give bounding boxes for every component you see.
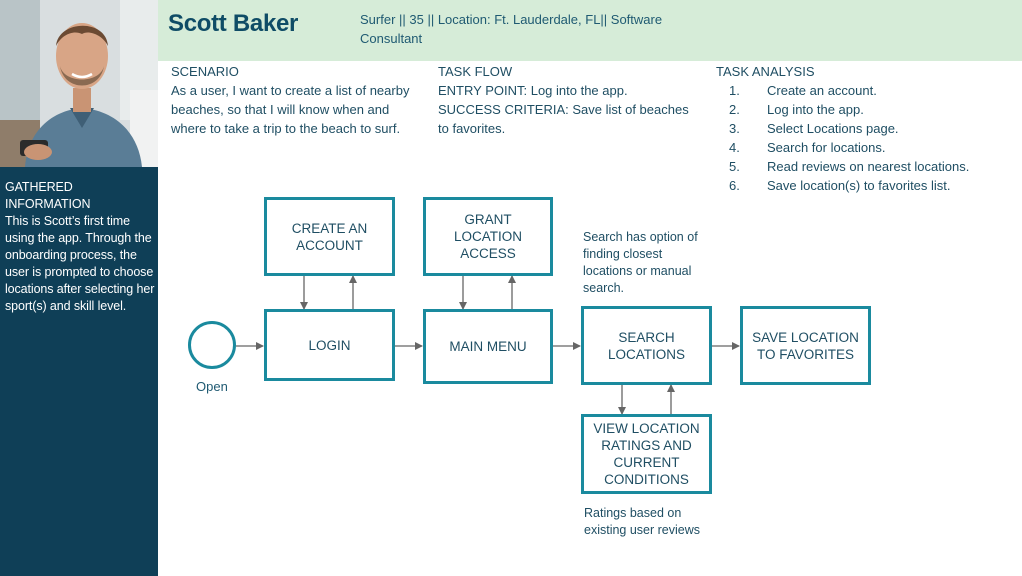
search-note: Search has option of finding closest loc… <box>583 230 698 295</box>
flow-node-login: LOGIN <box>264 309 395 381</box>
persona-photo <box>0 0 158 167</box>
flow-node-save-location: SAVE LOCATION TO FAVORITES <box>740 306 871 385</box>
flow-node-label: SEARCH LOCATIONS <box>607 329 685 362</box>
task-step: 3. Select Locations page. <box>716 119 1016 138</box>
task-analysis-section: TASK ANALYSIS 1. Create an account. 2. Log… <box>716 62 1016 195</box>
gathered-information-title: GATHERED INFORMATION <box>5 180 91 211</box>
flow-node-label: GRANT LOCATION ACCESS <box>453 212 522 261</box>
persona-photo-image <box>0 0 158 167</box>
flow-node-label: MAIN MENU <box>449 339 527 354</box>
persona-name: Scott Baker <box>168 10 299 37</box>
task-step: 4. Search for locations. <box>716 138 1016 157</box>
persona-sidebar: GATHERED INFORMATION This is Scott’s fir… <box>0 0 158 576</box>
flow-node-label: CREATE AN ACCOUNT <box>291 220 368 253</box>
flow-node-grant-location: GRANT LOCATION ACCESS <box>423 197 553 276</box>
gathered-information: GATHERED INFORMATION This is Scott’s fir… <box>5 179 157 315</box>
flow-start-label: Open <box>196 379 228 394</box>
task-step-text: Search for locations. <box>767 140 886 155</box>
task-step-text: Save location(s) to favorites list. <box>767 178 951 193</box>
task-step: 1. Create an account. <box>716 81 1016 100</box>
task-flow-title: TASK FLOW <box>438 64 513 79</box>
task-step-number: 1. <box>729 83 740 98</box>
flow-node-create-account: CREATE AN ACCOUNT <box>264 197 395 276</box>
task-flow-success-criteria: SUCCESS CRITERIA: Save list of beaches t… <box>438 102 689 136</box>
task-flow-section: TASK FLOW ENTRY POINT: Log into the app.… <box>438 62 698 138</box>
persona-subtitle: Surfer || 35 || Location: Ft. Lauderdale… <box>360 12 663 46</box>
task-step: 6. Save location(s) to favorites list. <box>716 176 1016 195</box>
task-step: 2. Log into the app. <box>716 100 1016 119</box>
task-step-number: 5. <box>729 159 740 174</box>
flow-start-node <box>188 321 236 369</box>
task-step-text: Select Locations page. <box>767 121 899 136</box>
scenario-text: As a user, I want to create a list of ne… <box>171 83 410 136</box>
task-step-number: 6. <box>729 178 740 193</box>
task-step-text: Create an account. <box>767 83 877 98</box>
flow-node-label: SAVE LOCATION TO FAVORITES <box>752 329 859 362</box>
ratings-note: Ratings based on existing user reviews <box>584 506 701 537</box>
flow-node-label: LOGIN <box>308 337 351 353</box>
flow-node-search-locations: SEARCH LOCATIONS <box>581 306 712 385</box>
task-analysis-title: TASK ANALYSIS <box>716 64 815 79</box>
persona-header: Scott Baker Surfer || 35 || Location: Ft… <box>158 0 1022 61</box>
flow-node-view-ratings: VIEW LOCATION RATINGS AND CURRENT CONDIT… <box>581 414 712 494</box>
task-step-number: 2. <box>729 102 740 117</box>
gathered-information-text: This is Scott’s first time using the app… <box>5 214 155 313</box>
task-flow-entry-point: ENTRY POINT: Log into the app. <box>438 83 628 98</box>
task-step-text: Log into the app. <box>767 102 864 117</box>
scenario-section: SCENARIO As a user, I want to create a l… <box>171 62 426 138</box>
task-step-number: 4. <box>729 140 740 155</box>
flow-node-label: VIEW LOCATION RATINGS AND CURRENT CONDIT… <box>593 421 700 487</box>
scenario-title: SCENARIO <box>171 64 239 79</box>
task-step-number: 3. <box>729 121 740 136</box>
task-step: 5. Read reviews on nearest locations. <box>716 157 1016 176</box>
task-step-text: Read reviews on nearest locations. <box>767 159 970 174</box>
flow-node-main-menu: MAIN MENU <box>423 309 553 384</box>
task-analysis-steps: 1. Create an account. 2. Log into the app.… <box>716 81 1016 195</box>
